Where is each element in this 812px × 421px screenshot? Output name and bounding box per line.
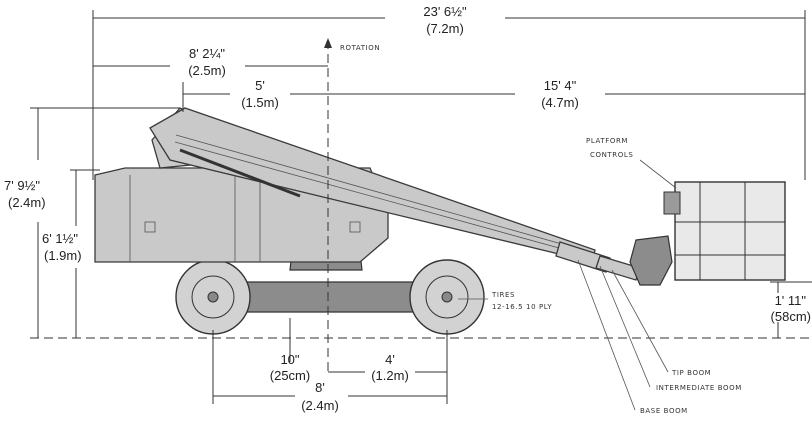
tires-label-line1: TIRES: [491, 291, 515, 299]
pivot-to-rotation-metric: (1.5m): [241, 95, 279, 110]
dimension-lines: [30, 10, 812, 411]
tip-boom-label: TIP BOOM: [671, 369, 711, 377]
rear-tire: [175, 259, 251, 335]
tail-swing-metric: (2.5m): [188, 63, 226, 78]
platform-basket: [663, 181, 786, 281]
ground-clearance-metric: (25cm): [270, 368, 310, 383]
rotation-label: ROTATION: [340, 44, 380, 52]
tail-swing-imperial: 8' 2¼": [189, 46, 225, 61]
machine-drawing: [94, 107, 786, 335]
dimension-labels: 23' 6½" (7.2m) 8' 2¼" (2.5m) 5' (1.5m) 1…: [4, 4, 811, 413]
front-tire: [409, 259, 485, 335]
overall-length-metric: (7.2m): [426, 21, 464, 36]
component-callouts: ROTATION PLATFORM CONTROLS TIRES 12-16.5…: [340, 44, 742, 415]
boom-reach-imperial: 15' 4": [544, 78, 577, 93]
ground-clearance-imperial: 10": [280, 352, 299, 367]
stowed-height-imperial: 7' 9½": [4, 178, 40, 193]
boom-reach-metric: (4.7m): [541, 95, 579, 110]
wheelbase-metric: (2.4m): [301, 398, 339, 413]
intermediate-boom-label: INTERMEDIATE BOOM: [656, 384, 742, 392]
wheelbase-imperial: 8': [315, 380, 325, 395]
half-wheelbase-imperial: 4': [385, 352, 395, 367]
tip-boom: [595, 255, 641, 281]
body-height-metric: (1.9m): [44, 248, 82, 263]
half-wheelbase-metric: (1.2m): [371, 368, 409, 383]
overall-length-imperial: 23' 6½": [423, 4, 467, 19]
platform-rotator: [629, 235, 673, 286]
platform-controls-label-line1: PLATFORM: [586, 137, 628, 145]
body-height-imperial: 6' 1½": [42, 231, 78, 246]
platform-controls-label-line2: CONTROLS: [590, 151, 633, 159]
stowed-height-metric: (2.4m): [8, 195, 46, 210]
pivot-to-rotation-imperial: 5': [255, 78, 265, 93]
platform-clearance-imperial: 1' 11": [775, 293, 807, 308]
base-boom-label: BASE BOOM: [640, 407, 688, 415]
tires-label-line2: 12-16.5 10 PLY: [492, 303, 552, 311]
platform-clearance-metric: (58cm): [771, 309, 811, 324]
